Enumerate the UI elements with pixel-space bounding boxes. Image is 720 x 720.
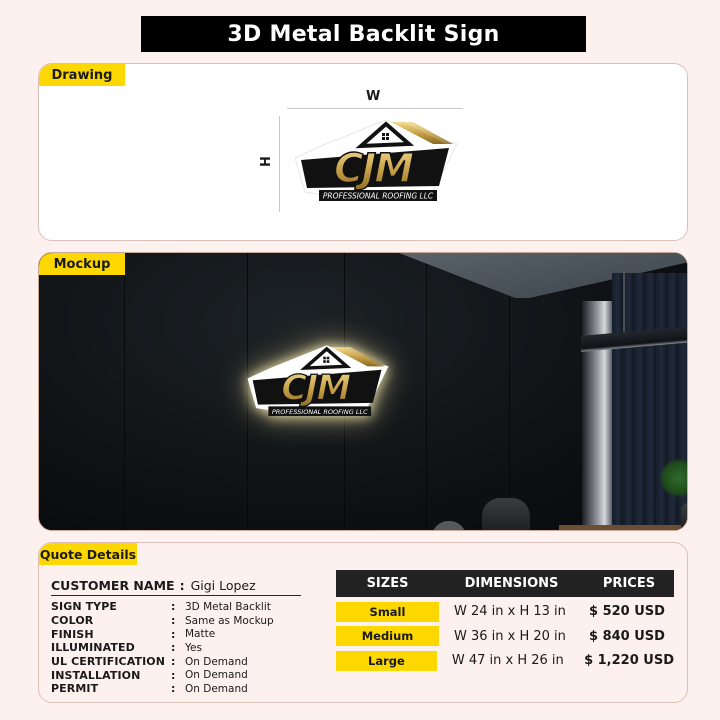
separator: : xyxy=(171,655,176,669)
separator: : xyxy=(171,641,176,655)
mockup-room-scene xyxy=(39,253,687,530)
lamp-rod xyxy=(623,253,625,333)
detail-value: Yes xyxy=(185,641,202,654)
sign-logo-drawing: CJM PROFESSIONAL ROOFING LLC xyxy=(291,114,461,210)
detail-row-installation: INSTALLATION : On Demand xyxy=(51,668,274,682)
width-marker: W xyxy=(366,89,381,104)
detail-row-permit: PERMIT : On Demand xyxy=(51,682,274,696)
price-row-small: Small W 24 in x H 13 in $ 520 USD xyxy=(336,601,674,622)
separator: : xyxy=(171,682,176,696)
width-dimension-line xyxy=(287,108,463,109)
detail-row-sign-type: SIGN TYPE : 3D Metal Backlit xyxy=(51,600,274,614)
detail-label: PERMIT xyxy=(51,682,99,696)
detail-row-finish: FINISH : Matte xyxy=(51,627,274,641)
detail-row-illuminated: ILLUMINATED : Yes xyxy=(51,641,274,655)
price-value: $ 1,220 USD xyxy=(584,653,674,668)
quote-details-panel: Quote Details CUSTOMER NAME : Gigi Lopez… xyxy=(38,542,688,703)
price-row-large: Large W 47 in x H 26 in $ 1,220 USD xyxy=(336,650,674,671)
size-badge: Medium xyxy=(336,626,439,646)
price-table: SIZES DIMENSIONS PRICES Small W 24 in x … xyxy=(336,570,674,671)
chair xyxy=(482,498,530,530)
detail-label: ILLUMINATED xyxy=(51,641,135,655)
mockup-tab-label: Mockup xyxy=(39,253,125,275)
header-sizes: SIZES xyxy=(366,576,409,591)
detail-value: Matte xyxy=(185,628,216,641)
detail-value: On Demand xyxy=(185,682,248,695)
separator: : xyxy=(171,627,176,641)
dimensions-value: W 36 in x H 20 in xyxy=(454,628,566,644)
detail-value: On Demand xyxy=(185,655,248,668)
size-badge: Large xyxy=(336,650,437,671)
price-table-header: SIZES DIMENSIONS PRICES xyxy=(336,570,674,597)
price-value: $ 520 USD xyxy=(589,604,665,619)
detail-label: COLOR xyxy=(51,614,94,628)
detail-value: On Demand xyxy=(185,669,248,682)
logo-sub-text: PROFESSIONAL ROOFING LLC xyxy=(323,192,434,201)
chair xyxy=(681,503,687,530)
price-row-medium: Medium W 36 in x H 20 in $ 840 USD xyxy=(336,626,674,646)
size-badge: Small xyxy=(336,601,439,622)
detail-label: UL CERTIFICATION xyxy=(51,655,166,669)
detail-row-color: COLOR : Same as Mockup xyxy=(51,614,274,628)
header-dimensions: DIMENSIONS xyxy=(464,576,559,591)
table xyxy=(559,525,687,530)
sign-logo-mockup: CJM PROFESSIONAL ROOFING LLC xyxy=(244,339,392,425)
detail-value: 3D Metal Backlit xyxy=(185,600,271,613)
logo-main-text: CJM xyxy=(281,368,350,408)
customer-name-value: Gigi Lopez xyxy=(190,578,256,593)
drawing-panel: Drawing W H CJM PROFESSIONAL ROOFING LLC xyxy=(38,63,688,241)
separator: : xyxy=(179,578,185,593)
separator: : xyxy=(171,614,176,628)
height-dimension-line xyxy=(279,116,280,212)
detail-row-ul-certification: UL CERTIFICATION : On Demand xyxy=(51,655,274,669)
price-value: $ 840 USD xyxy=(589,628,665,644)
dimensions-value: W 47 in x H 26 in xyxy=(451,653,564,668)
logo-main-text: CJM xyxy=(334,146,413,192)
mockup-panel: Mockup CJM PROFESSIONAL ROOFING LLC xyxy=(38,252,688,531)
detail-label: FINISH xyxy=(51,627,94,641)
customer-name-label: CUSTOMER NAME xyxy=(51,578,175,593)
quote-tab-label: Quote Details xyxy=(39,543,137,565)
logo-sub-text: PROFESSIONAL ROOFING LLC xyxy=(272,408,368,416)
header-prices: PRICES xyxy=(602,576,656,591)
plant xyxy=(659,458,687,498)
page-title: 3D Metal Backlit Sign xyxy=(141,16,586,52)
separator: : xyxy=(171,600,176,614)
dimensions-value: W 24 in x H 13 in xyxy=(454,604,566,619)
sign-details-list: SIGN TYPE : 3D Metal Backlit COLOR : Sam… xyxy=(51,600,274,696)
detail-value: Same as Mockup xyxy=(185,614,274,627)
separator: : xyxy=(171,668,176,682)
height-marker: H xyxy=(258,156,274,167)
customer-name-row: CUSTOMER NAME : Gigi Lopez xyxy=(51,576,301,596)
detail-label: INSTALLATION xyxy=(51,668,141,682)
chair xyxy=(432,521,466,530)
drawing-tab-label: Drawing xyxy=(39,64,125,86)
detail-label: SIGN TYPE xyxy=(51,600,118,614)
